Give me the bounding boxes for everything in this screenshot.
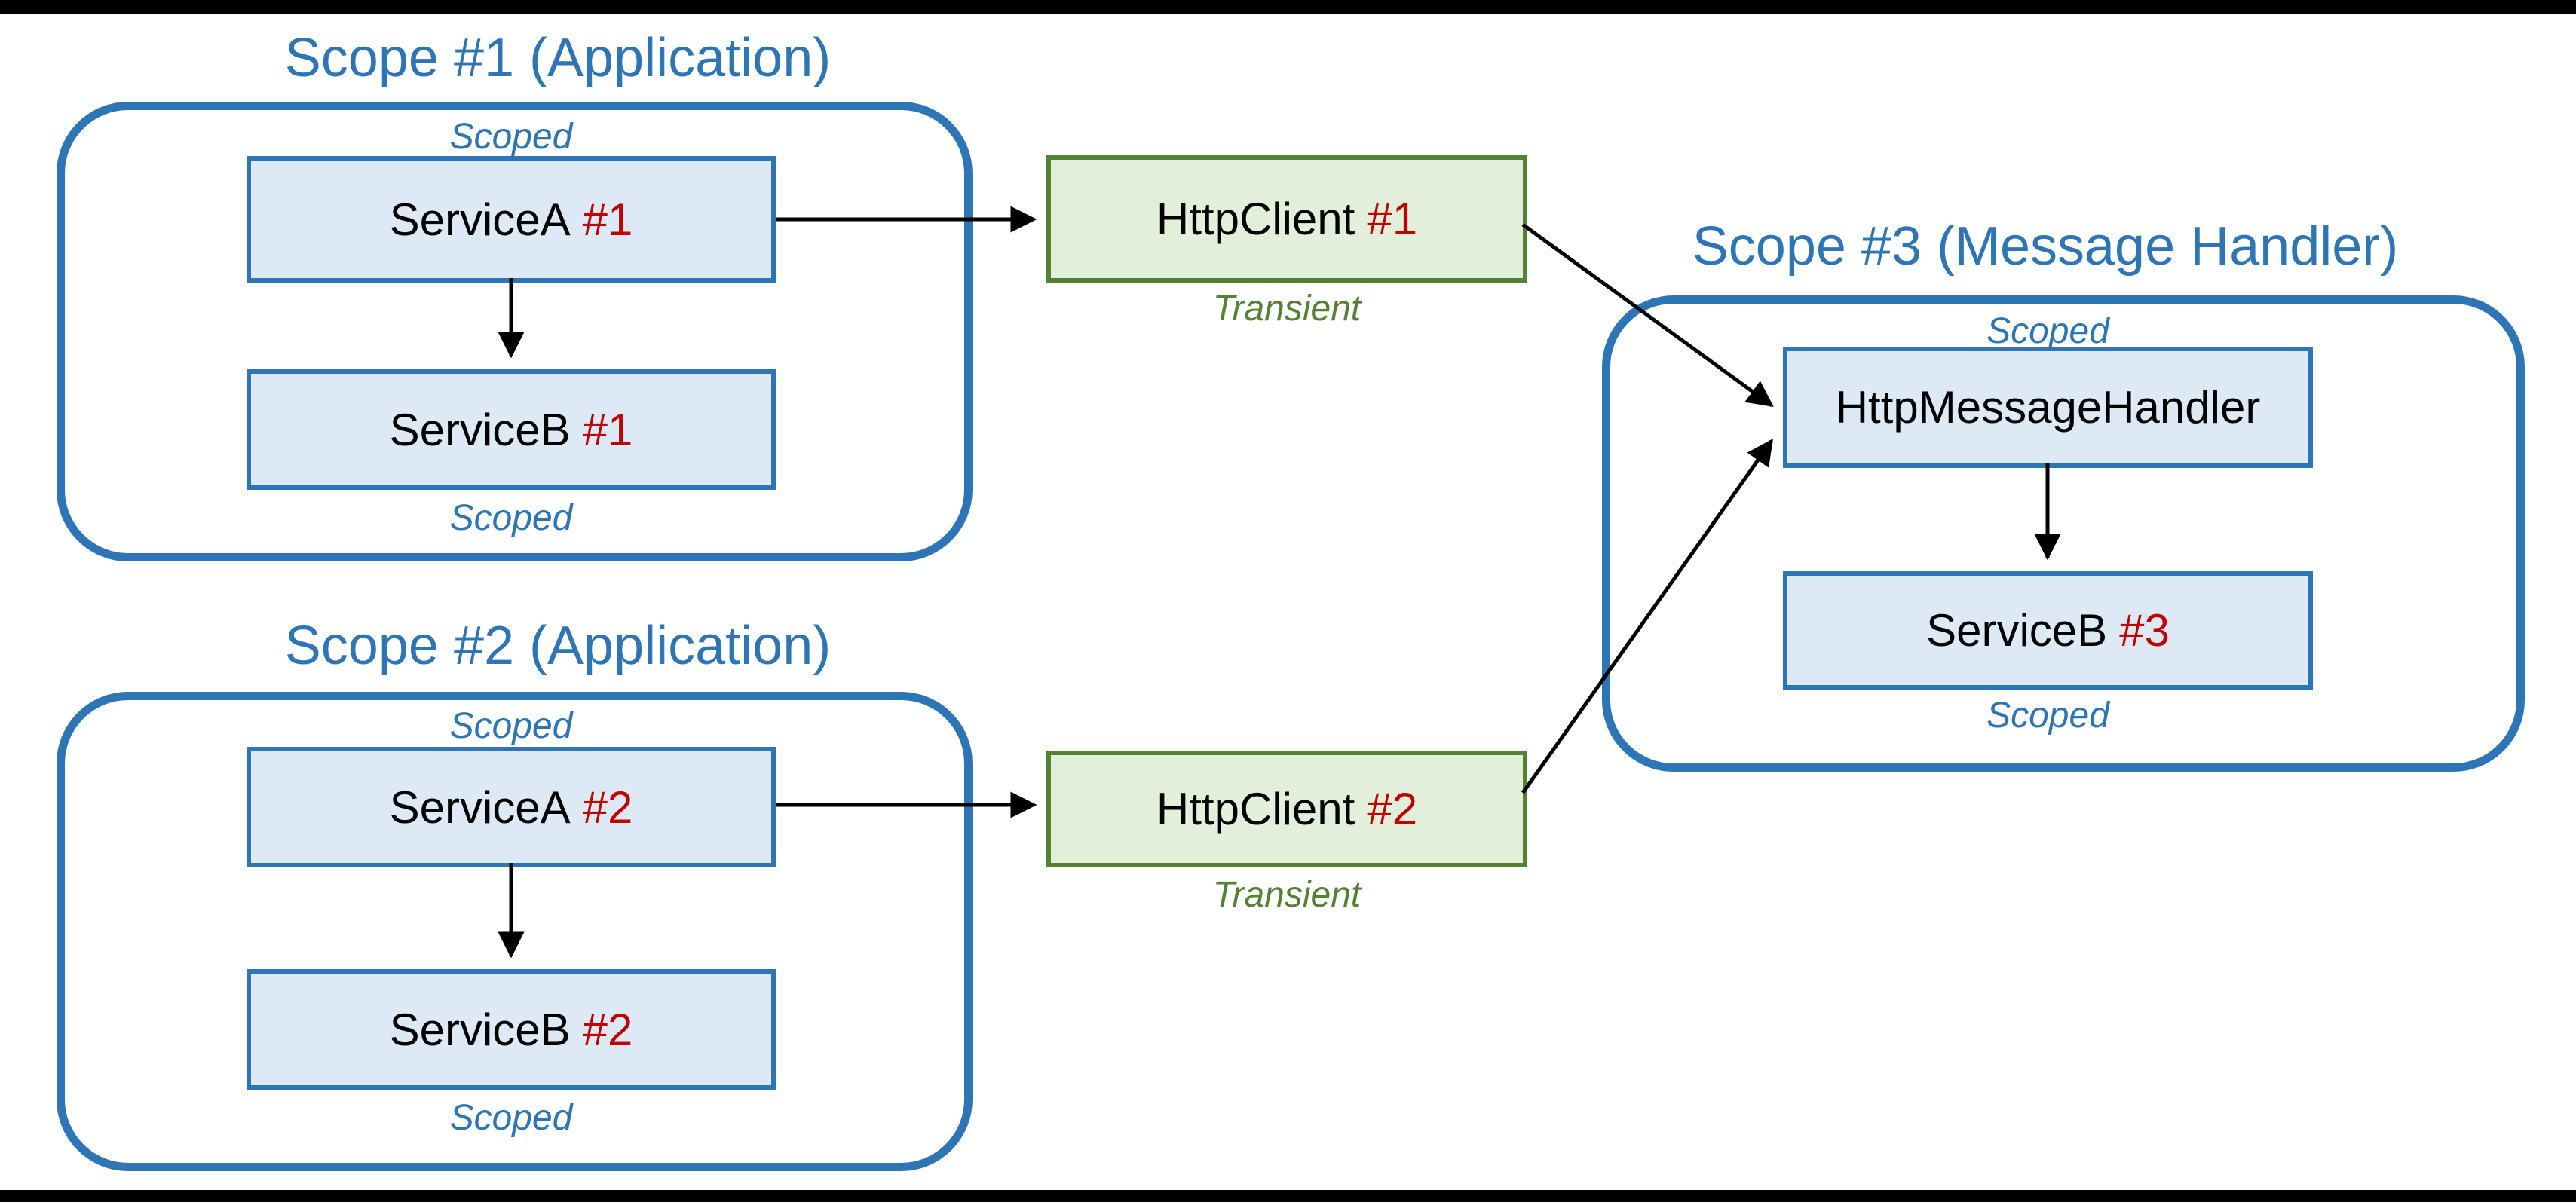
top-black-bar [0,0,2576,14]
httpclient2-label: HttpClient [1156,784,1355,834]
httpclient1-lifetime-label: Transient [1212,289,1362,329]
httpmessagehandler-label: HttpMessageHandler [1835,382,2261,433]
httpclient1-box: HttpClient #1 [1046,155,1527,283]
scope3-title: Scope #3 (Message Handler) [1692,216,2399,277]
scope2-lifetime-bottom-label: Scoped [449,1098,573,1138]
scope1-lifetime-bottom-label: Scoped [449,498,573,538]
servicea2-label: ServiceA [389,781,571,833]
scope3-lifetime-bottom-label: Scoped [1986,696,2109,736]
scope2-lifetime-top-label: Scoped [449,706,573,746]
scope1-lifetime-top-label: Scoped [449,117,573,157]
scope1-title: Scope #1 (Application) [284,28,832,88]
serviceb3-label: ServiceB [1926,605,2108,656]
scope2-title: Scope #2 (Application) [284,616,832,676]
scope3-lifetime-top-label: Scoped [1986,311,2109,351]
scope2-container [57,692,973,1171]
httpclient2-box: HttpClient #2 [1046,751,1527,867]
serviceb1-label: ServiceB [389,404,571,455]
serviceb2-label: ServiceB [389,1004,571,1055]
servicea2-box: ServiceA #2 [247,747,776,867]
serviceb1-instance: #1 [582,404,633,455]
httpclient2-instance: #2 [1367,784,1418,834]
httpclient1-label: HttpClient [1156,194,1355,244]
bottom-black-bar [0,1190,2576,1202]
httpclient2-lifetime-label: Transient [1212,875,1362,915]
httpclient1-instance: #1 [1367,194,1418,244]
serviceb2-box: ServiceB #2 [247,969,776,1090]
serviceb2-instance: #2 [582,1004,633,1055]
scope1-container [57,102,973,561]
servicea1-instance: #1 [582,194,633,245]
servicea2-instance: #2 [582,781,633,833]
httpmessagehandler-box: HttpMessageHandler [1783,347,2313,468]
servicea1-label: ServiceA [389,194,571,245]
serviceb3-instance: #3 [2119,605,2170,656]
servicea1-box: ServiceA #1 [247,156,776,283]
serviceb1-box: ServiceB #1 [247,369,776,490]
serviceb3-box: ServiceB #3 [1783,571,2313,690]
